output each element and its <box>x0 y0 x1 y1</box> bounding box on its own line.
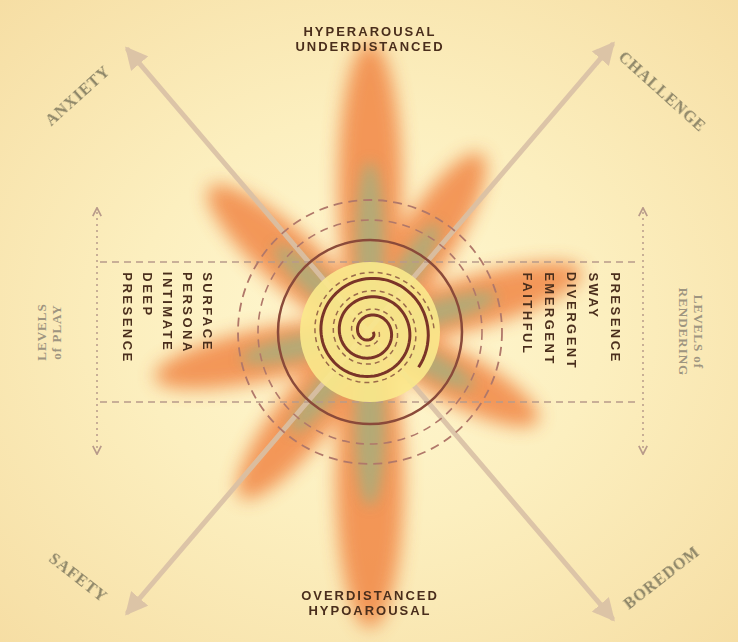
quadrant-label: SAFETY <box>45 549 111 606</box>
axis-label: LEVELS of RENDERING <box>675 288 705 376</box>
level-word: DEEP <box>140 272 155 317</box>
diagonal-arrow <box>128 45 612 612</box>
dashed-ring <box>258 220 482 444</box>
axis-label: LEVELS of PLAY <box>35 303 65 360</box>
level-word: DIVERGENT <box>564 272 579 370</box>
level-word: EMERGENT <box>542 272 557 366</box>
quadrant-label: CHALLENGE <box>615 48 710 136</box>
petal-glow <box>149 42 588 628</box>
petal-core <box>238 162 500 506</box>
level-word: SURFACE <box>200 272 215 352</box>
spiral-line <box>321 278 428 376</box>
level-word: PRESENCE <box>120 272 135 364</box>
level-word: PRESENCE <box>608 272 623 364</box>
quadrant-label: BOREDOM <box>620 543 703 614</box>
spiral-dashed <box>315 272 434 382</box>
spiral <box>315 272 434 382</box>
diagonal-arrow <box>128 50 612 618</box>
level-word: SWAY <box>586 272 601 319</box>
center-disk <box>300 262 440 402</box>
dashed-ring <box>238 200 502 464</box>
level-arrow <box>642 212 644 450</box>
level-word: INTIMATE <box>160 272 175 352</box>
solid-ring <box>278 240 462 424</box>
level-word: FAITHFUL <box>520 272 535 355</box>
quadrant-label: ANXIETY <box>42 62 114 130</box>
level-arrow <box>96 212 98 450</box>
pole-label: HYPERAROUSAL UNDERDISTANCED <box>295 25 444 55</box>
level-word: PERSONA <box>180 272 195 354</box>
pole-label: OVERDISTANCED HYPOAROUSAL <box>301 589 439 619</box>
